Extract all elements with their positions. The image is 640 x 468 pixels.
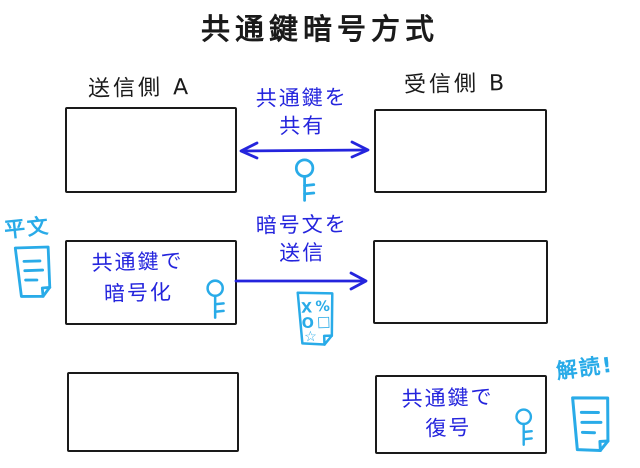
share-caption-line1: 共通鍵を	[255, 85, 348, 111]
page-title: 共通鍵暗号方式	[200, 12, 440, 46]
send-caption: 暗号文を 送信	[229, 210, 376, 269]
key-icon	[515, 408, 533, 446]
decoded-document-icon	[571, 394, 612, 454]
encrypt-caption: 共通鍵で 暗号化	[66, 245, 210, 311]
send-caption-line1: 暗号文を	[255, 212, 348, 238]
decrypt-caption-line1: 共通鍵で	[401, 384, 494, 412]
sender-column-label: 送信側 A	[87, 75, 192, 102]
decoded-label: 解読!	[554, 352, 615, 384]
receiver-column-label: 受信側 B	[403, 71, 508, 98]
double-arrow-icon	[239, 140, 370, 160]
sender-box-encrypt: 共通鍵で 暗号化	[65, 240, 237, 325]
decrypt-caption: 共通鍵で 復号	[376, 381, 520, 445]
encrypt-caption-line1: 共通鍵で	[91, 248, 184, 276]
key-icon	[294, 158, 316, 202]
receiver-box-row2	[373, 240, 548, 324]
send-caption-line2: 送信	[279, 240, 326, 266]
receiver-box-decrypt: 共通鍵で 復号	[375, 375, 547, 454]
key-icon	[206, 279, 225, 319]
receiver-box-row1	[374, 109, 547, 193]
cipher-symbol: %	[315, 299, 330, 315]
decrypt-caption-line2: 復号	[425, 415, 472, 441]
cipher-symbol: O	[301, 316, 314, 332]
plaintext-label: 平文	[2, 213, 52, 243]
cipher-symbol: □	[317, 314, 331, 330]
share-caption-line2: 共有	[279, 113, 326, 139]
cipher-symbol: X	[301, 300, 313, 316]
share-caption: 共通鍵を 共有	[229, 83, 376, 142]
right-arrow-icon	[234, 271, 368, 291]
sender-box-row3	[67, 372, 239, 452]
cipher-symbol: ☆	[304, 329, 317, 345]
cipher-document-icon: X % O □ ☆	[296, 291, 334, 346]
plain-document-icon	[13, 243, 54, 300]
encrypt-caption-line2: 暗号化	[103, 280, 174, 306]
sender-box-row1	[65, 107, 237, 193]
